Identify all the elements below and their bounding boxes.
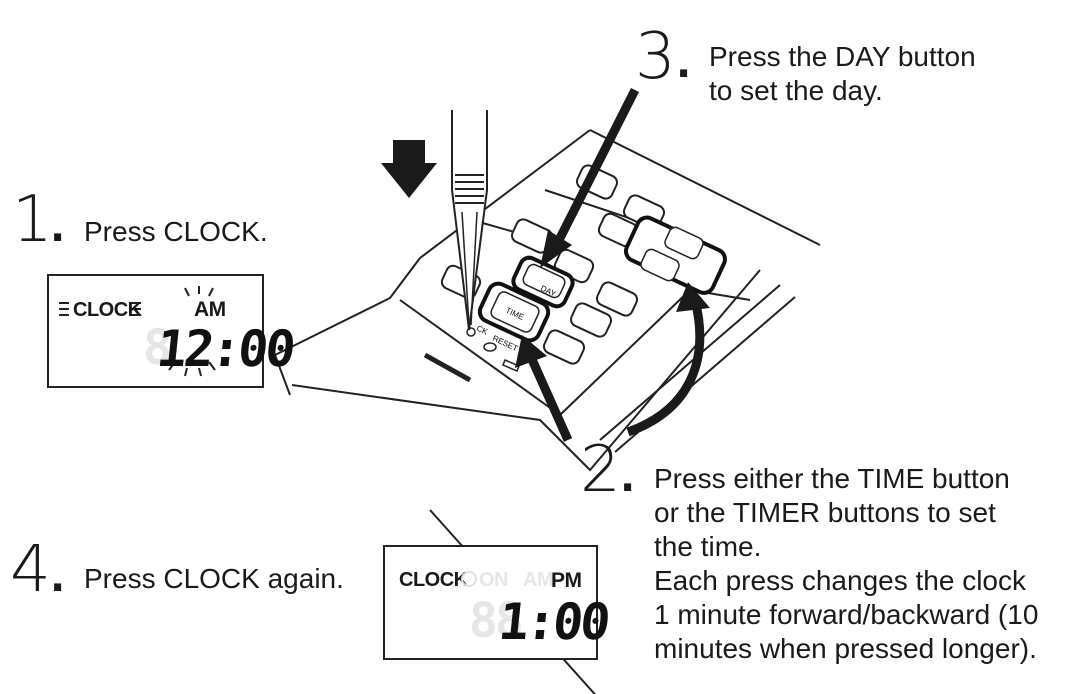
arrow-to-day-head [540,230,572,268]
step-2-line: 1 minute forward/backward (10 [654,599,1039,630]
clock-hole-label: CK [475,324,489,337]
blink-marks [59,286,216,377]
lcd2-on-label: ON [479,569,509,591]
step-4-dot: . [50,555,66,601]
remote-slot [423,352,472,383]
step-3-line: Press the DAY button [709,41,976,72]
remote-left-edge [273,257,421,396]
remote-fold-line [399,299,561,416]
pencil-icon [451,110,488,331]
step-2-line: the time. [654,531,762,562]
remote-button[interactable] [569,301,614,339]
step-2-line: or the TIMER buttons to set [654,497,996,528]
step-4-text: Press CLOCK again. [84,563,344,594]
remote-top-edge [589,129,821,246]
day-button[interactable] [510,255,575,309]
battery-icon [502,359,520,372]
lcd2-time: 1:00 [495,593,611,651]
step-2-line: Press either the TIME button [654,463,1010,494]
lcd2-pm-label: PM [551,569,582,592]
step-1-dot: . [50,205,66,251]
lcd-display-2: CLOCK ON AM PM 88 1:00 [383,545,610,660]
down-arrow-icon [381,140,437,198]
step-4-number: 4 [10,533,51,607]
step-2-number: 2 [580,433,621,507]
remote-groove-1 [599,284,781,441]
lcd-display-1: CLOCK AM 8 12:00 [47,274,296,388]
lcd2-ghost-digits: 88 [469,593,524,649]
step-3-line: to set the day. [709,75,883,106]
lcd1-time: 12:00 [153,320,296,378]
reset-button[interactable] [483,342,497,352]
arrow-to-time [525,353,573,442]
remote-button[interactable] [595,280,640,318]
step-2-text: Press either the TIME button or the TIME… [654,462,1038,666]
arrow-to-timer [626,298,705,437]
step-2-line: minutes when pressed longer). [654,633,1037,664]
timer-clock-icon [461,571,477,587]
remote-back-edge [419,129,591,259]
step-3-dot: . [676,41,692,87]
arrow-to-timer-head [676,282,710,312]
lcd1-am-label: AM [194,298,226,321]
lcd2-clock-label: CLOCK [399,569,468,591]
step-3-number: 3 [635,20,676,94]
step-3-text: Press the DAY button to set the day. [709,40,976,108]
lcd1-ghost-digits: 8 [143,320,172,376]
lcd1-clock-label: CLOCK [73,299,142,321]
step-1-number: 1 [12,183,53,257]
timer-buttons[interactable] [623,214,729,296]
time-button[interactable] [477,280,552,343]
arrow-to-day [550,87,640,251]
remote-button[interactable] [542,328,587,366]
step-2-dot: . [620,455,636,501]
step-2-line: Each press changes the clock [654,565,1026,596]
step-1-text: Press CLOCK. [84,216,268,247]
arrow-to-time-head [515,335,547,368]
lcd2-am-label: AM [523,569,554,591]
remote-front-edge [291,269,761,472]
